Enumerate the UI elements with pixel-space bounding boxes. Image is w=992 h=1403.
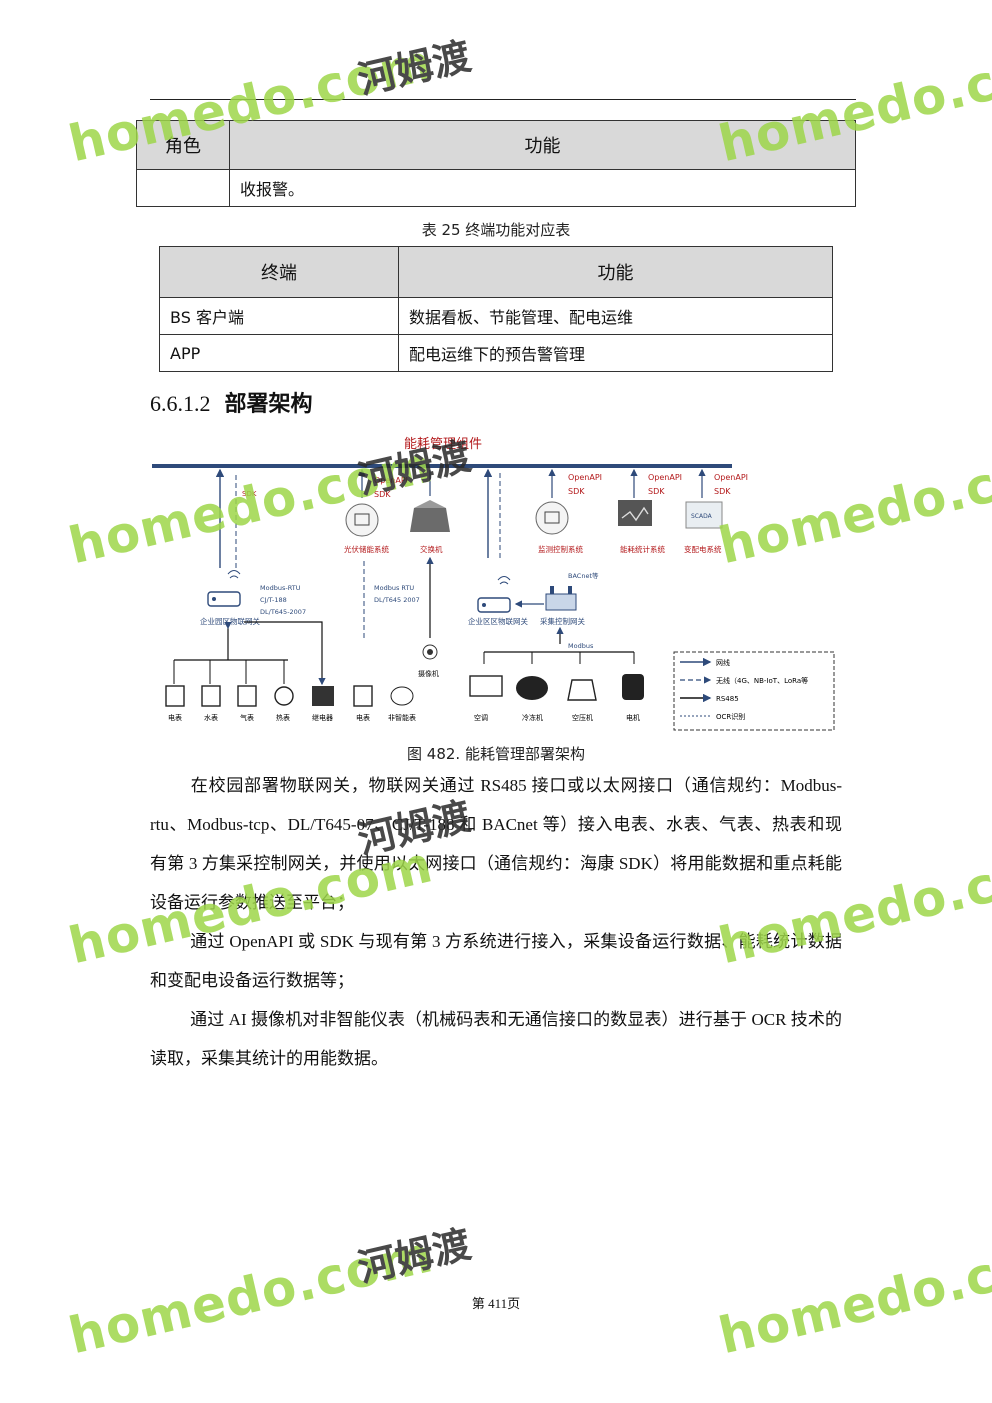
function-cell: 数据看板、节能管理、配电运维 (398, 297, 833, 335)
svg-text:热表: 热表 (276, 713, 290, 722)
top-bus (152, 464, 732, 468)
svg-text:无线（4G、NB-IoT、LoRa等: 无线（4G、NB-IoT、LoRa等 (716, 676, 808, 685)
svg-text:SDK: SDK (568, 487, 585, 496)
section-number: 6.6.1.2 (150, 391, 211, 416)
table-row: 收报警。 (136, 169, 856, 207)
page-number: 第 411页 (471, 1296, 521, 1311)
svg-text:能耗统计系统: 能耗统计系统 (620, 544, 665, 554)
svg-text:OpenAPI: OpenAPI (714, 473, 748, 482)
role-cell (136, 169, 230, 207)
table-caption: 表 25 终端功能对应表 (421, 221, 571, 239)
table-header-row: 角色 功能 (136, 120, 856, 170)
right-gateway: 企业区区物联网关 (468, 576, 528, 626)
header-terminal: 终端 (159, 246, 399, 298)
table-row: BS 客户端 数据看板、节能管理、配电运维 (159, 297, 833, 335)
left-gateway: 企业园区物联网关 Modbus-RTU CJ/T-188 DL/T645-200… (200, 570, 306, 626)
svg-text:Modbus: Modbus (568, 642, 594, 650)
power-distribution-system: SCADA 变配电系统 (684, 501, 723, 554)
device-row-right: 空调 冷冻机 空压机 电机 (469, 674, 644, 722)
svg-text:继电器: 继电器 (312, 713, 333, 722)
svg-text:OCR识别: OCR识别 (716, 712, 745, 721)
svg-text:非智能表: 非智能表 (388, 713, 416, 722)
header-function: 功能 (229, 120, 856, 170)
collect-control-gateway: 采集控制网关 BACnet等 (540, 571, 599, 626)
function-cell: 收报警。 (229, 169, 856, 207)
svg-text:交换机: 交换机 (420, 544, 443, 554)
svg-text:冷冻机: 冷冻机 (522, 713, 543, 722)
svg-text:摄像机: 摄像机 (418, 669, 439, 678)
table-header-row: 终端 功能 (159, 246, 833, 298)
device-row-left: 电表 水表 气表 热表 继电器 电表 非智能表 (165, 685, 416, 722)
header-role: 角色 (136, 120, 230, 170)
svg-text:空压机: 空压机 (572, 713, 593, 722)
svg-text:RS485: RS485 (716, 695, 739, 703)
svg-text:Modbus-RTU: Modbus-RTU (260, 584, 301, 592)
svg-text:光伏储能系统: 光伏储能系统 (344, 544, 389, 554)
svg-text:电表: 电表 (356, 713, 370, 722)
svg-text:监测控制系统: 监测控制系统 (538, 544, 583, 554)
svg-text:DL/T645 2007: DL/T645 2007 (374, 596, 420, 604)
diagram-legend: 网线 无线（4G、NB-IoT、LoRa等 RS485 OCR识别 (673, 651, 835, 731)
architecture-diagram: 能耗管理组件 SDK OpenAPI SDK OpenAPI SDK OpenA… (152, 437, 835, 731)
paragraph-3: 通过 AI 摄像机对非智能仪表（机械码表和无通信接口的数显表）进行基于 OCR … (150, 1010, 842, 1068)
svg-text:CJ/T-188: CJ/T-188 (260, 596, 287, 604)
switch-icon: 交换机 (410, 500, 450, 554)
energy-stats-system: 能耗统计系统 (618, 500, 665, 554)
paragraph-2: 通过 OpenAPI 或 SDK 与现有第 3 方系统进行接入，采集设备运行数据… (150, 932, 842, 990)
svg-text:SDK: SDK (374, 490, 391, 499)
section-heading: 6.6.1.2 部署架构 (150, 386, 313, 418)
roles-table: 角色 功能 收报警。 (136, 120, 856, 207)
monitor-control-system: 监测控制系统 (535, 501, 583, 554)
pv-storage-system: 光伏储能系统 (344, 503, 389, 554)
header-function: 功能 (398, 246, 833, 298)
table-top-rule (150, 99, 856, 100)
svg-text:SDK: SDK (242, 490, 257, 498)
svg-text:OpenAPI: OpenAPI (374, 476, 408, 485)
svg-text:OpenAPI: OpenAPI (568, 473, 602, 482)
svg-text:Modbus RTU: Modbus RTU (374, 584, 414, 592)
svg-text:DL/T645-2007: DL/T645-2007 (260, 608, 306, 616)
svg-text:空调: 空调 (474, 713, 488, 722)
svg-text:BACnet等: BACnet等 (568, 571, 599, 580)
svg-text:企业园区物联网关: 企业园区物联网关 (200, 616, 260, 626)
function-cell: 配电运维下的预告警管理 (398, 334, 833, 372)
camera-icon: 摄像机 (418, 644, 439, 678)
svg-text:网线: 网线 (716, 658, 730, 667)
svg-text:电表: 电表 (168, 713, 182, 722)
svg-text:SCADA: SCADA (691, 513, 713, 520)
svg-text:采集控制网关: 采集控制网关 (540, 616, 585, 626)
svg-text:SDK: SDK (714, 487, 731, 496)
section-title: 部署架构 (224, 392, 313, 417)
terminal-cell: BS 客户端 (159, 297, 399, 335)
paragraph-1: 在校园部署物联网关，物联网关通过 RS485 接口或以太网接口（通信规约：Mod… (150, 776, 842, 912)
svg-text:SDK: SDK (648, 487, 665, 496)
svg-text:OpenAPI: OpenAPI (648, 473, 682, 482)
svg-text:企业区区物联网关: 企业区区物联网关 (468, 616, 528, 626)
top-bar-label: 能耗管理组件 (404, 437, 482, 452)
svg-text:气表: 气表 (240, 713, 254, 722)
figure-caption: 图 482. 能耗管理部署架构 (407, 745, 585, 763)
terminal-table: 终端 功能 BS 客户端 数据看板、节能管理、配电运维 APP 配电运维下的预告… (159, 246, 833, 372)
svg-text:电机: 电机 (626, 713, 640, 722)
svg-text:水表: 水表 (204, 713, 218, 722)
table-row: APP 配电运维下的预告警管理 (159, 334, 833, 372)
terminal-cell: APP (159, 334, 399, 372)
svg-text:变配电系统: 变配电系统 (684, 544, 722, 554)
